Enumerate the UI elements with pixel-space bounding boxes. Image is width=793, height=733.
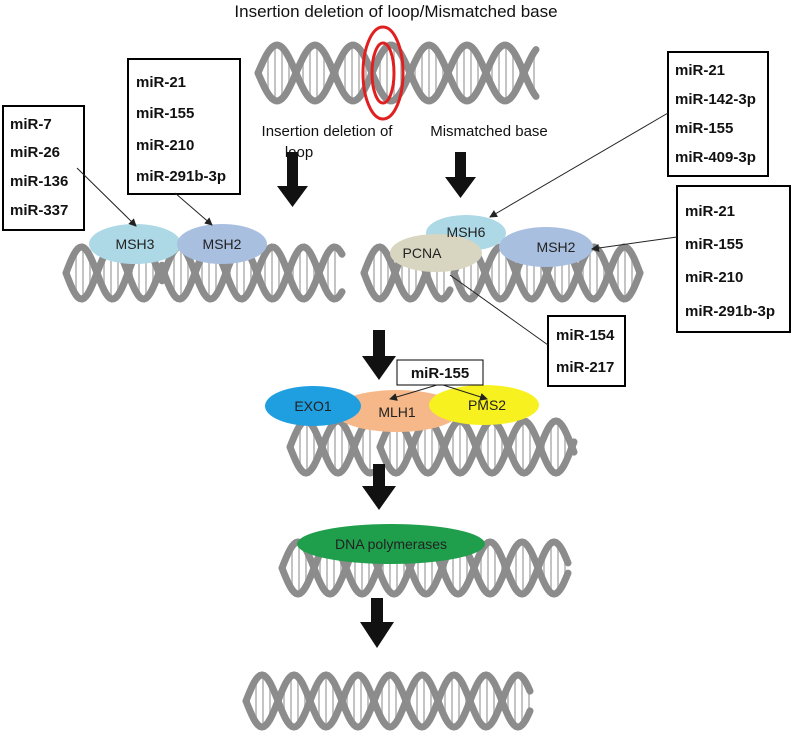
mirna-item: miR-7 [10, 116, 52, 133]
mirna-item: miR-210 [685, 269, 743, 286]
msh2-right-protein [499, 227, 593, 267]
pms2-protein [429, 385, 539, 425]
mirna-item: miR-291b-3p [136, 168, 226, 185]
mirna-item: miR-409-3p [675, 149, 756, 166]
mirna-item: miR-217 [556, 359, 614, 376]
mirna-item: miR-136 [10, 173, 68, 190]
mirna-item: miR-155 [411, 365, 469, 382]
mirna-item: miR-26 [10, 144, 60, 161]
dna-helix [450, 243, 644, 303]
flow-arrow-left [277, 152, 308, 207]
flow-arrows [277, 152, 476, 648]
exo1-label: EXO1 [294, 398, 332, 414]
mirna-item: miR-21 [136, 74, 186, 91]
exo1-protein [265, 386, 361, 426]
mlh1-protein [334, 390, 460, 432]
msh3-protein [89, 224, 181, 264]
pms2-label: PMS2 [468, 397, 506, 413]
mirna-box-pcna: miR-154 miR-217 [547, 315, 626, 387]
dna-helix [242, 671, 534, 731]
flow-arrow-5 [360, 598, 394, 648]
connector-arrows [76, 112, 678, 401]
mismatch-loop-rings [361, 25, 405, 121]
mirna-item: miR-155 [136, 105, 194, 122]
mirna-item: miR-210 [136, 137, 194, 154]
dna-helix [376, 417, 578, 477]
pcna-protein [390, 234, 482, 272]
mirna-box-msh2-right: miR-21 miR-155 miR-210 miR-291b-3p [676, 185, 791, 333]
branch-left-label-line1: Insertion deletion of [262, 123, 394, 140]
mirna-item: miR-21 [685, 203, 735, 220]
msh3-label: MSH3 [116, 236, 155, 252]
flow-arrow-right [445, 152, 476, 198]
mirna-item: miR-21 [675, 62, 725, 79]
dna-polymerases-label: DNA polymerases [335, 536, 447, 552]
dna-helix [286, 417, 376, 477]
msh2-left-label: MSH2 [203, 236, 242, 252]
mirna-box-msh2-left: miR-21 miR-155 miR-210 miR-291b-3p [127, 58, 241, 195]
branch-right-label: Mismatched base [430, 123, 548, 140]
mirna-item: miR-155 [685, 236, 743, 253]
mirna-box-msh3: miR-7 miR-26 miR-136 miR-337 [2, 105, 85, 231]
pcna-label: PCNA [403, 245, 443, 261]
flow-arrow-4 [362, 464, 396, 510]
dna-polymerases-protein [297, 524, 485, 564]
msh2-right-label: MSH2 [537, 239, 576, 255]
mirna-item: miR-337 [10, 202, 68, 219]
dna-helix [254, 41, 540, 105]
mirna-item: miR-291b-3p [685, 303, 775, 320]
msh2-left-protein [177, 224, 267, 264]
mirna-box-mlh1-pms2: miR-155 [396, 359, 484, 386]
mirna-item: miR-155 [675, 120, 733, 137]
mirna-item: miR-142-3p [675, 91, 756, 108]
flow-arrow-3 [362, 330, 396, 380]
msh6-label: MSH6 [447, 224, 486, 240]
diagram-title: Insertion deletion of loop/Mismatched ba… [234, 2, 557, 21]
mlh1-label: MLH1 [378, 404, 416, 420]
mirna-box-msh6: miR-21 miR-142-3p miR-155 miR-409-3p [667, 51, 769, 177]
dna-helix [160, 243, 346, 303]
mirna-item: miR-154 [556, 327, 615, 344]
